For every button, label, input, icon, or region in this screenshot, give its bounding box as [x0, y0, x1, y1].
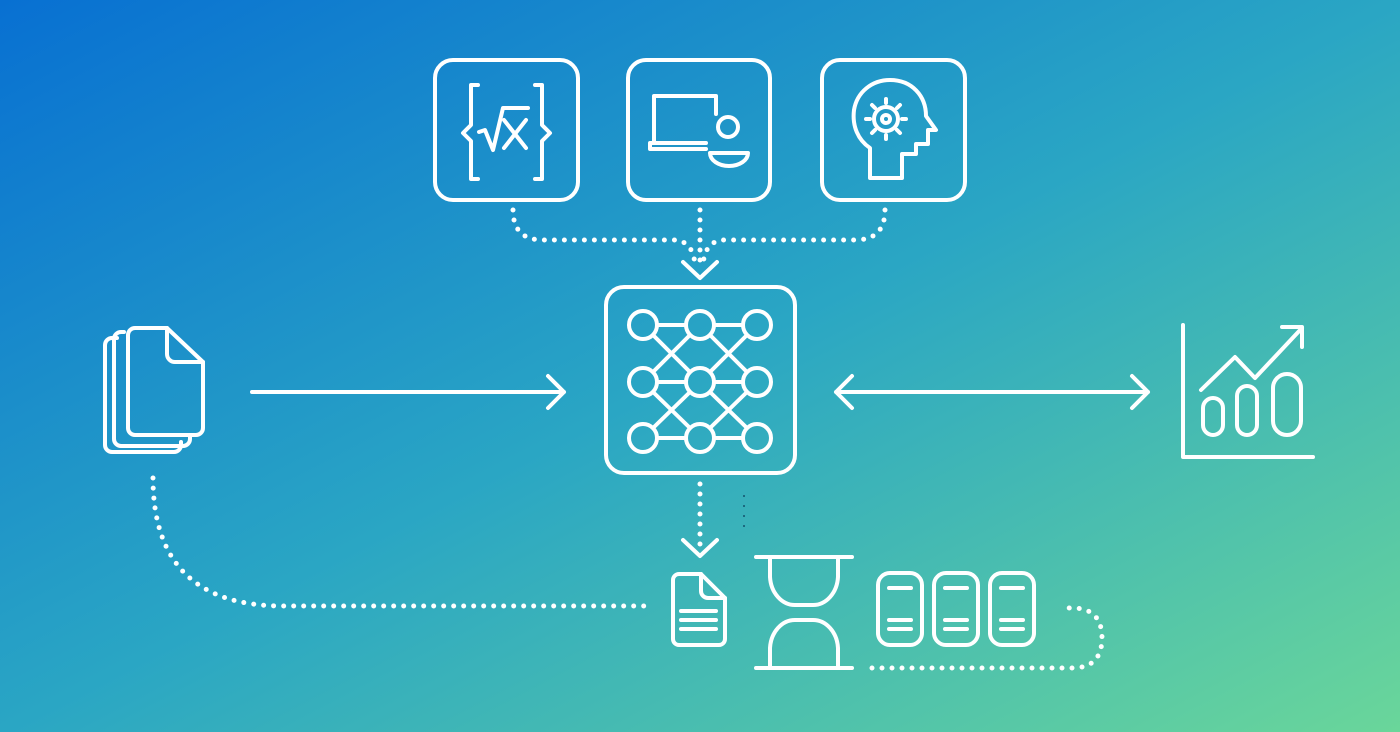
- arrow-documents-to-network: [250, 374, 566, 410]
- server-unit: [932, 571, 980, 647]
- neural-network-node: [604, 285, 797, 475]
- hourglass-icon: [754, 555, 854, 670]
- laptop-user-node: [626, 58, 772, 202]
- neural-network-icon: [627, 309, 773, 454]
- connector-documents-to-output: [150, 475, 651, 609]
- connector-math-to-network: [510, 207, 698, 268]
- document-stack-icon: [103, 326, 205, 454]
- head-gear-node: [820, 58, 967, 202]
- arrowhead-down-top: [681, 260, 719, 280]
- connector-head-to-network: [700, 207, 888, 268]
- laptop-user-icon: [648, 94, 750, 168]
- network-edge: [708, 333, 749, 374]
- network-node: [627, 366, 659, 398]
- network-node: [684, 366, 716, 398]
- network-node: [627, 422, 659, 454]
- network-node: [741, 422, 773, 454]
- double-arrow-network-analytics: [834, 374, 1150, 410]
- server-unit: [876, 571, 924, 647]
- network-node: [627, 309, 659, 341]
- connector-servers-loop: [869, 605, 1105, 671]
- server-icon: [876, 571, 1036, 647]
- arrowhead-down-bottom: [681, 538, 719, 558]
- math-formula-node: [433, 58, 580, 202]
- network-node: [684, 309, 716, 341]
- network-edge: [708, 390, 749, 430]
- network-node: [741, 309, 773, 341]
- chart-trend-icon: [1181, 323, 1315, 459]
- network-node: [684, 422, 716, 454]
- document-icon: [671, 572, 727, 647]
- network-node: [741, 366, 773, 398]
- network-edge: [651, 333, 692, 374]
- sqrt-x-braces-icon: [461, 83, 552, 181]
- head-gear-icon: [851, 78, 938, 180]
- network-edge: [651, 390, 692, 430]
- server-unit: [988, 571, 1036, 647]
